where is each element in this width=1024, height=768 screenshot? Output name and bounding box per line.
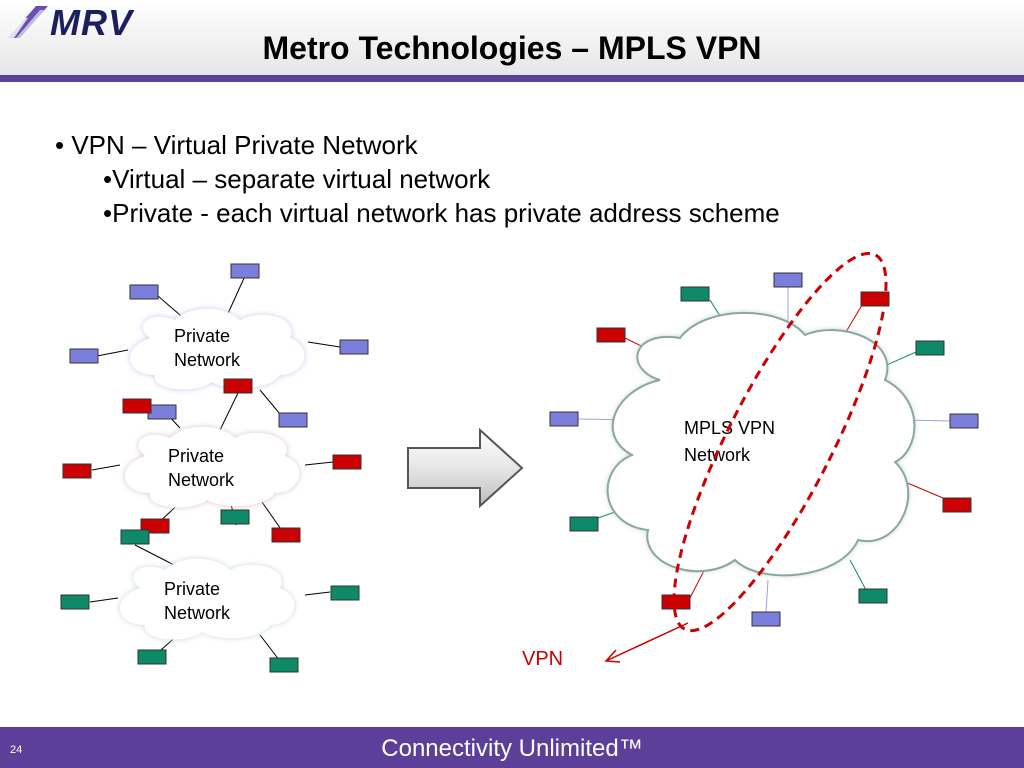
mrv-logo: MRV — [6, 2, 161, 43]
node-green — [330, 585, 360, 601]
node-blue — [129, 284, 159, 300]
slide-title: Metro Technologies – MPLS VPN — [262, 30, 762, 66]
node-red — [271, 527, 301, 543]
node-blue — [147, 404, 177, 420]
node-green — [137, 649, 167, 665]
cloud-label: Private — [164, 579, 220, 599]
node-green — [915, 340, 945, 356]
node-red — [661, 594, 691, 610]
cloud-label: Private — [168, 446, 224, 466]
node-red — [942, 497, 972, 513]
arrowhead-icon — [604, 649, 621, 663]
node-green — [680, 286, 710, 302]
bullet-list: • VPN – Virtual Private Network •Virtual… — [55, 128, 780, 230]
node-red — [332, 454, 362, 470]
node-green — [60, 594, 90, 610]
cloud-label: Private — [174, 326, 230, 346]
node-blue — [339, 339, 369, 355]
logo-mark-icon — [8, 6, 48, 38]
footer-tagline: Connectivity Unlimited™ — [381, 735, 643, 762]
node-red — [860, 291, 890, 307]
cloud-label: Network — [164, 603, 231, 623]
node-blue — [278, 412, 308, 428]
slide-footer — [0, 727, 1024, 768]
private-cloud-2: Private Network — [124, 426, 300, 508]
left-links — [89, 275, 341, 666]
node-red — [223, 378, 253, 394]
node-red — [122, 398, 152, 414]
node-blue — [69, 348, 99, 364]
cloud-label: Network — [174, 350, 241, 370]
node-blue — [230, 263, 260, 279]
page-number: 24 — [10, 744, 23, 756]
node-green — [858, 588, 888, 604]
vpn-ellipse — [672, 251, 888, 633]
mpls-vpn-cloud: MPLS VPN Network — [606, 311, 916, 577]
private-cloud-3: Private Network — [119, 558, 295, 640]
node-green — [120, 529, 150, 545]
logo-text: MRV — [50, 2, 133, 43]
private-cloud-1: Private Network — [129, 308, 305, 390]
node-green — [269, 657, 299, 673]
node-blue — [949, 413, 979, 429]
vpn-pointer — [607, 622, 689, 661]
node-blue — [773, 272, 803, 288]
right-arrow-icon — [407, 427, 524, 509]
bullet-item: •Virtual – separate virtual network — [103, 164, 491, 194]
bullet-item: •Private - each virtual network has priv… — [103, 198, 780, 228]
slide-header — [0, 0, 1024, 75]
node-blue — [549, 411, 579, 427]
node-green — [569, 516, 599, 532]
cloud-label: Network — [168, 470, 235, 490]
node-red — [596, 327, 626, 343]
node-red — [62, 463, 92, 479]
bullet-item: • VPN – Virtual Private Network — [55, 130, 418, 160]
header-rule — [0, 75, 1024, 82]
node-green — [220, 509, 250, 525]
vpn-label: VPN — [522, 648, 563, 670]
network-diagram: Private Network Private Network Private … — [60, 251, 979, 673]
node-blue — [751, 611, 781, 627]
